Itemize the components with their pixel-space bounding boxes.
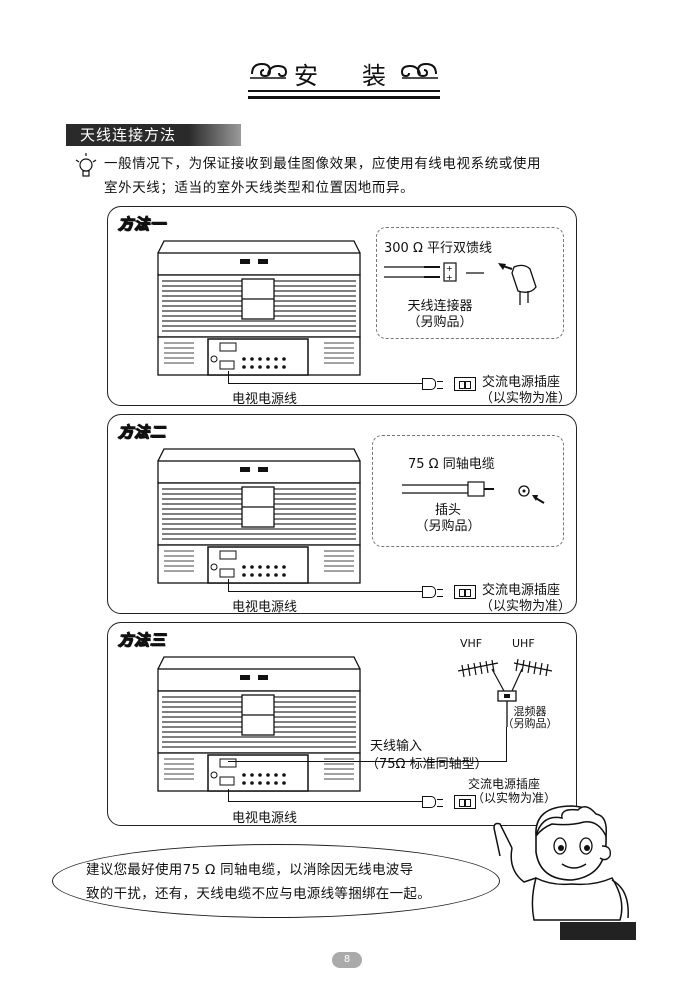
power-cord-label: 电视电源线	[232, 811, 298, 826]
tip-bubble	[52, 844, 500, 918]
page-number: 8	[332, 952, 362, 968]
intro-line-1: 一般情况下，为保证接收到最佳图像效果，应使用有线电视系统或使用	[104, 156, 542, 172]
intro-text: 一般情况下，为保证接收到最佳图像效果，应使用有线电视系统或使用 室外天线；适当的…	[104, 152, 624, 200]
method-2-title: 方法二	[117, 423, 167, 442]
tip-line-1: 建议您最好使用75 Ω 同轴电缆，以消除因无线电波导	[86, 862, 414, 878]
left-ornament-icon	[250, 62, 288, 79]
outlet-icon	[454, 795, 476, 809]
page-header: 安 装	[230, 52, 458, 104]
power-cord-label: 电视电源线	[232, 392, 298, 407]
power-plug-icon	[422, 796, 443, 808]
title-part-1: 安	[294, 62, 320, 90]
coax-label: 75 Ω 同轴电缆	[408, 457, 495, 472]
power-cord-wire	[228, 801, 422, 803]
tip-line-2: 致的干扰，还有，天线电缆不应与电源线等捆绑在一起。	[86, 886, 431, 902]
method-1-title: 方法一	[117, 215, 167, 234]
header-rule	[248, 90, 440, 92]
connector-label: 天线连接器	[407, 299, 473, 314]
power-cord-wire	[228, 789, 230, 801]
plug-note: （另购品）	[415, 519, 481, 534]
outlet-note: （以实物为准）	[480, 391, 572, 406]
outlet-label: 交流电源插座	[468, 777, 541, 791]
antenna-cable	[228, 761, 507, 763]
method-3-title: 方法三	[117, 631, 167, 650]
method-3-panel: 方法三	[107, 622, 577, 826]
cartoon-boy-illustration	[493, 805, 636, 940]
feeder-connector-illustration: + +	[384, 262, 537, 305]
antenna-input-note: （75Ω 标准同轴型）	[366, 757, 488, 772]
outlet-icon	[454, 585, 476, 599]
svg-text:+: +	[446, 264, 453, 273]
tv-rear-illustration	[157, 448, 361, 584]
mixer-note: （另购品）	[502, 717, 558, 730]
vhf-label: VHF	[460, 637, 483, 650]
right-ornament-icon	[400, 62, 438, 79]
svg-text:+: +	[446, 273, 453, 282]
connector-note: （另购品）	[407, 315, 473, 330]
mixer-label: 混频器	[513, 705, 547, 718]
section-label: 天线连接方法	[66, 124, 241, 146]
antenna-icon	[457, 658, 553, 727]
tip-text: 建议您最好使用75 Ω 同轴电缆，以消除因无线电波导 致的干扰，还有，天线电缆不…	[86, 858, 486, 906]
outlet-note: （以实物为准）	[480, 599, 572, 614]
power-cord-wire	[228, 371, 230, 383]
uhf-label: UHF	[512, 637, 535, 650]
power-cord-wire	[228, 383, 422, 385]
outlet-note: （以实物为准）	[472, 791, 557, 805]
tv-rear-illustration	[157, 656, 361, 792]
outlet-icon	[454, 377, 476, 391]
feeder-label: 300 Ω 平行双馈线	[384, 241, 493, 256]
power-cord-wire	[228, 579, 230, 591]
title-part-2: 装	[362, 62, 388, 90]
power-cord-label: 电视电源线	[232, 600, 298, 615]
method-1-panel: 方法一	[107, 206, 577, 407]
coax-plug-illustration	[402, 481, 545, 504]
power-plug-icon	[422, 378, 443, 390]
antenna-cable	[506, 727, 508, 761]
outlet-label: 交流电源插座	[482, 375, 561, 390]
tv-rear-illustration	[157, 240, 361, 376]
plug-label: 插头	[434, 503, 461, 518]
header-rule	[248, 96, 440, 99]
antenna-input-label: 天线输入	[370, 739, 423, 754]
lightbulb-icon	[75, 153, 97, 177]
outlet-label: 交流电源插座	[482, 583, 561, 598]
method-2-panel: 方法二	[107, 414, 577, 615]
power-cord-wire	[228, 591, 422, 593]
power-plug-icon	[422, 586, 443, 598]
intro-line-2: 室外天线；适当的室外天线类型和位置因地而异。	[104, 180, 415, 196]
